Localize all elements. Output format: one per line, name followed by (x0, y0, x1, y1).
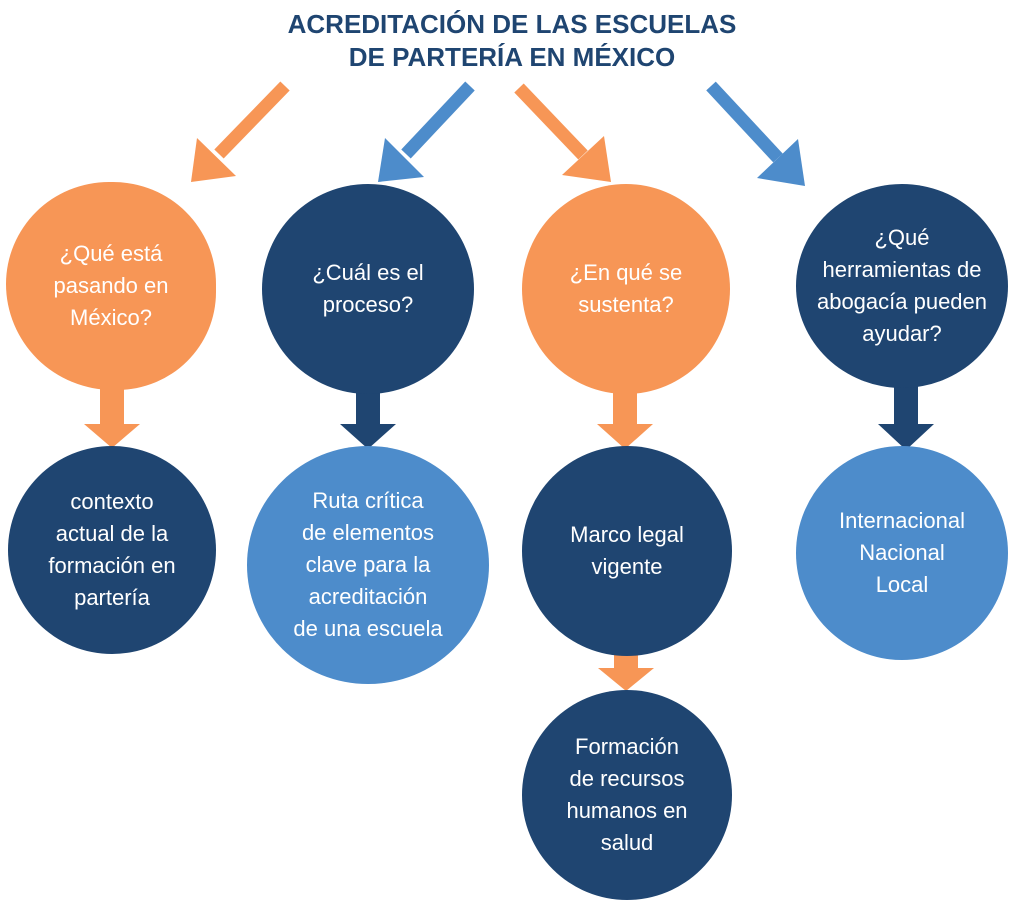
question-node-mexico: ¿Qué está pasando en México? (6, 182, 216, 390)
question-node-sustento: ¿En qué se sustenta? (522, 184, 730, 394)
node-text-line: salud (600, 830, 654, 855)
arrow-title-to-q2 (378, 81, 475, 182)
node-text-line: Marco legal (570, 522, 684, 547)
node-text-line: formación en (48, 553, 176, 578)
arrow-title-to-q3 (514, 83, 611, 182)
node-text-line: México? (70, 305, 152, 330)
arrow-title-to-q4 (706, 81, 805, 186)
arrow-q3-to-a3 (597, 388, 653, 449)
node-text-line: actual de la (55, 521, 169, 546)
answer-node-niveles: Internacional Nacional Local (796, 446, 1008, 660)
node-text-line: clave para la (305, 552, 431, 577)
node-text-line: partería (74, 585, 150, 610)
question-node-abogacia: ¿Qué herramientas de abogacía pueden ayu… (796, 184, 1008, 388)
diagram-title: ACREDITACIÓN DE LAS ESCUELAS DE PARTERÍA… (212, 8, 812, 74)
node-text-line: acreditación (308, 584, 428, 609)
question-node-proceso: ¿Cuál es el proceso? (262, 184, 474, 394)
diagram-title-line-1: ACREDITACIÓN DE LAS ESCUELAS (287, 9, 737, 39)
diagram-title-line-2: DE PARTERÍA EN MÉXICO (348, 42, 676, 72)
node-text-line: de recursos (569, 766, 685, 791)
arrow-title-to-q1 (191, 81, 290, 182)
node-text-line: ¿Cuál es el (312, 260, 424, 285)
node-text-line: ¿Qué está (59, 241, 163, 266)
node-text-line: Formación (575, 734, 679, 759)
node-text-line: humanos en (566, 798, 688, 823)
node-text-line: de elementos (301, 520, 435, 545)
node-text-line: proceso? (322, 292, 414, 317)
answer-node-marco-legal: Marco legal vigente (522, 446, 732, 656)
arrow-q4-to-a5 (878, 384, 934, 450)
node-text-line: sustenta? (578, 292, 674, 317)
arrow-q2-to-a2 (340, 388, 396, 449)
node-text-line: de una escuela (293, 616, 443, 641)
node-text-line: herramientas de (822, 257, 982, 282)
node-text-line: contexto (70, 489, 154, 514)
node-text-line: ¿Qué (874, 225, 930, 250)
node-text-line: Ruta crítica (312, 488, 424, 513)
node-text-line: ¿En qué se (569, 260, 683, 285)
node-text-line: pasando en (53, 273, 169, 298)
node-text-line: ayudar? (862, 321, 942, 346)
node-text-line: Internacional (839, 508, 965, 533)
answer-node-contexto: contexto actual de la formación en parte… (8, 446, 216, 654)
arrow-q1-to-a1 (84, 384, 140, 448)
node-text-line: abogacía pueden (816, 289, 988, 314)
answer-node-ruta-critica: Ruta crítica de elementos clave para la … (247, 446, 489, 684)
node-text-line: Nacional (859, 540, 945, 565)
node-text-line: vigente (591, 554, 663, 579)
answer-node-formacion-recursos: Formación de recursos humanos en salud (522, 690, 732, 900)
node-text-line: Local (875, 572, 929, 597)
arrow-a3-to-a4 (598, 654, 654, 691)
